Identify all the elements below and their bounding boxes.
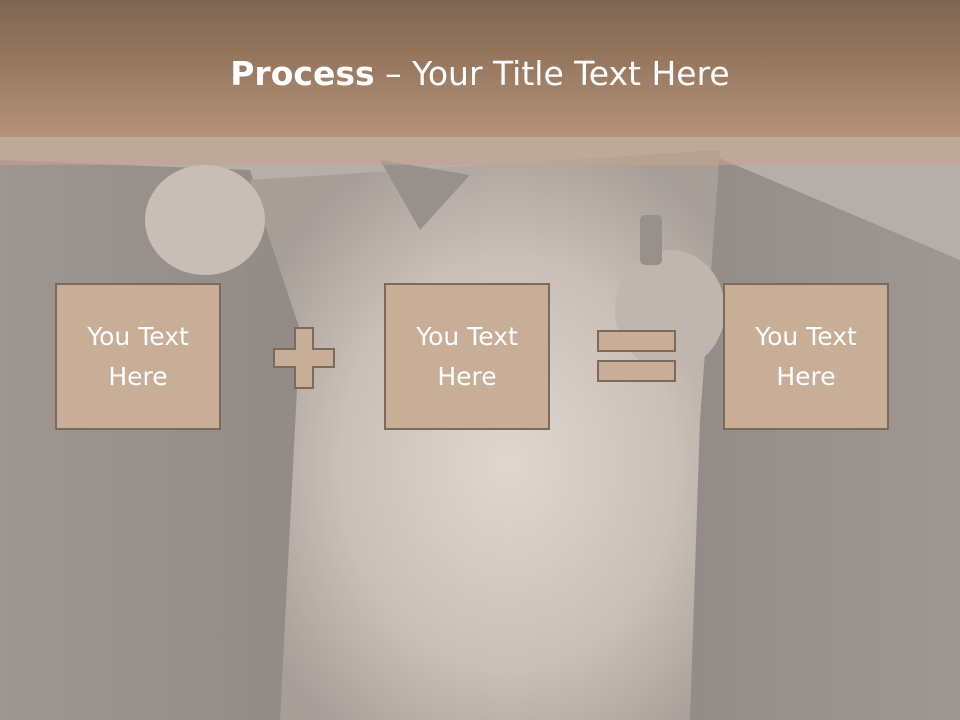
slide-title-rest: – Your Title Text Here: [374, 54, 730, 93]
process-box-1-line2: Here: [108, 361, 168, 391]
slide-title[interactable]: Process – Your Title Text Here: [0, 52, 960, 96]
process-box-2-line2: Here: [437, 361, 497, 391]
process-box-3-text: You Text Here: [731, 317, 881, 397]
process-box-3-line2: Here: [776, 361, 836, 391]
plus-icon: [273, 327, 335, 389]
equals-icon: [597, 330, 677, 384]
process-box-1-text: You Text Here: [63, 317, 213, 397]
process-box-2-line1: You Text: [416, 321, 518, 351]
title-strip: [0, 137, 960, 165]
process-box-1[interactable]: You Text Here: [55, 283, 221, 430]
process-box-3-line1: You Text: [755, 321, 857, 351]
process-box-2[interactable]: You Text Here: [384, 283, 550, 430]
title-band: [0, 0, 960, 137]
process-box-1-line1: You Text: [87, 321, 189, 351]
process-box-2-text: You Text Here: [392, 317, 542, 397]
process-box-3[interactable]: You Text Here: [723, 283, 889, 430]
slide-title-bold: Process: [230, 54, 375, 93]
